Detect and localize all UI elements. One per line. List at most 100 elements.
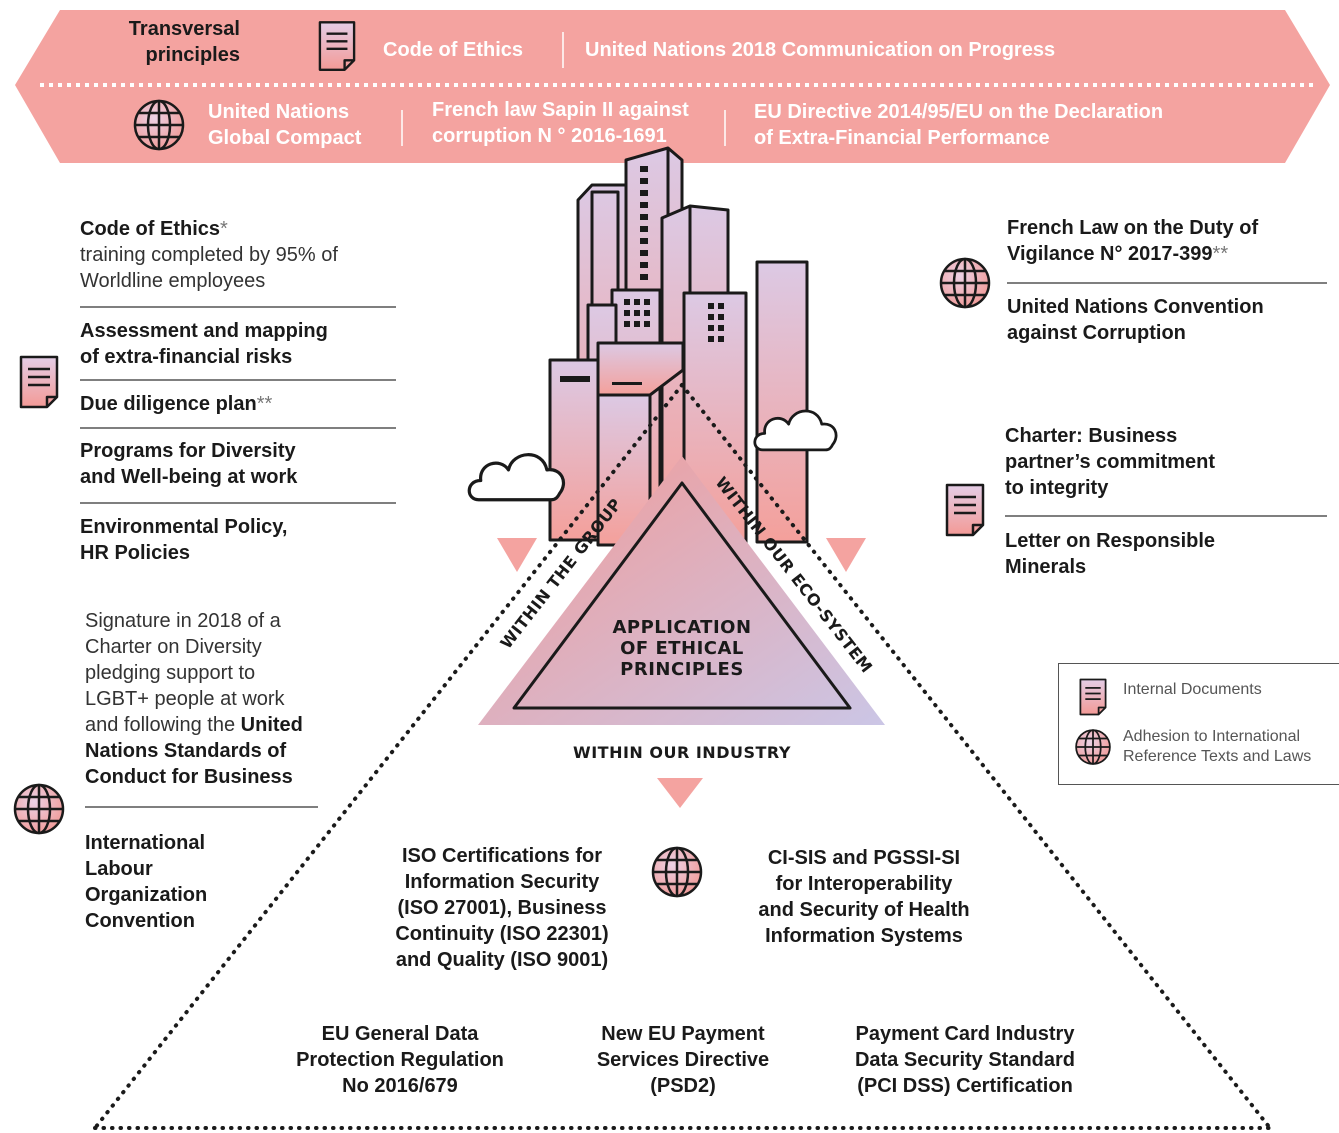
right-letter-minerals: Letter on Responsible Minerals <box>1005 528 1215 580</box>
inner-triangle-outline <box>512 481 852 710</box>
sig-line5a: and following the <box>85 714 241 736</box>
banner-code-of-ethics: Code of Ethics <box>383 39 524 61</box>
env-line2: HR Policies <box>80 542 191 564</box>
iso-line2: Information Security <box>404 871 600 893</box>
ilo-line2: Labour <box>85 858 153 880</box>
sapin-line2: corruption N ° 2016-1691 <box>432 125 667 147</box>
code-ethics-line2: Worldline employees <box>80 270 266 292</box>
right-charter: Charter: Business partner’s commitment t… <box>1005 423 1215 501</box>
code-ethics-line1: training completed by 95% of <box>80 244 338 266</box>
left-ilo: International Labour Organization Conven… <box>85 830 207 934</box>
transversal-line2: principles <box>145 44 240 66</box>
pyramid-outline <box>93 383 1272 1130</box>
gdpr-line2: Protection Regulation <box>296 1049 504 1071</box>
sig-line4: LGBT+ people at work <box>85 688 285 710</box>
letter-line1: Letter on Responsible <box>1005 530 1216 552</box>
sig-line7: Conduct for Business <box>85 766 293 788</box>
footnote-star: ** <box>256 393 273 415</box>
gdpr-line3: No 2016/679 <box>342 1075 458 1097</box>
eu-directive-line2: of Extra-Financial Performance <box>754 127 1050 149</box>
eu-psd2: New EU Payment Services Directive (PSD2) <box>553 1021 813 1099</box>
left-diversity: Programs for Diversity and Well-being at… <box>80 438 297 490</box>
right-uncac: United Nations Convention against Corrup… <box>1007 294 1264 346</box>
app-line1: APPLICATION <box>612 617 752 638</box>
pci-line3: (PCI DSS) Certification <box>857 1075 1073 1097</box>
banner-un-global-compact: United Nations Global Compact <box>208 99 361 151</box>
transversal-title: Transversal principles <box>112 16 240 68</box>
iso-line3: (ISO 27001), Business <box>397 897 607 919</box>
arrow-down-icon <box>826 538 866 572</box>
ci-sis-pgssi: CI-SIS and PGSSI-SI for Interoperability… <box>724 845 1004 949</box>
sig-line3: pledging support to <box>85 662 256 684</box>
sig-line2: Charter on Diversity <box>85 636 262 658</box>
uncac-line2: against Corruption <box>1007 322 1186 344</box>
cisis-line1: CI-SIS and PGSSI-SI <box>767 847 961 869</box>
ilo-line4: Convention <box>85 910 195 932</box>
ilo-line1: International <box>85 832 206 854</box>
arrow-down-icon <box>497 538 537 572</box>
code-ethics-title: Code of Ethics <box>80 218 221 240</box>
building-windows <box>560 166 724 385</box>
legend-internal-documents: Internal Documents <box>1123 681 1262 698</box>
assessment-line1: Assessment and mapping <box>80 320 328 342</box>
psd2-line3: (PSD2) <box>650 1075 716 1097</box>
left-due-diligence: Due diligence plan** <box>80 391 272 417</box>
un-gc-line2: Global Compact <box>208 127 362 149</box>
application-of-ethical-principles: APPLICATION OF ETHICAL PRINCIPLES <box>582 617 782 680</box>
eu-gdpr: EU General Data Protection Regulation No… <box>260 1021 540 1099</box>
legend-adhesion-line2: Reference Texts and Laws <box>1123 748 1312 765</box>
pci-dss: Payment Card Industry Data Security Stan… <box>825 1021 1105 1099</box>
pci-line2: Data Security Standard <box>854 1049 1076 1071</box>
vigilance-line2: Vigilance N° 2017-399 <box>1007 243 1213 265</box>
document-icon <box>945 483 985 537</box>
left-separators <box>80 282 1327 808</box>
left-assessment: Assessment and mapping of extra-financia… <box>80 318 328 370</box>
letter-line2: Minerals <box>1005 556 1087 578</box>
diversity-line2: and Well-being at work <box>80 466 298 488</box>
app-line3: PRINCIPLES <box>620 659 744 680</box>
app-line2: OF ETHICAL <box>620 638 744 659</box>
cisis-line3: and Security of Health <box>758 899 970 921</box>
charter-line2: partner’s commitment <box>1005 451 1216 473</box>
charter-line3: to integrity <box>1005 477 1109 499</box>
iso-line1: ISO Certifications for <box>401 845 603 867</box>
globe-icon <box>133 99 185 151</box>
left-environmental: Environmental Policy, HR Policies <box>80 514 287 566</box>
diversity-line1: Programs for Diversity <box>80 440 296 462</box>
within-our-industry-label: WITHIN OUR INDUSTRY <box>573 743 791 762</box>
city-buildings-icon <box>548 146 809 547</box>
psd2-line2: Services Directive <box>596 1049 770 1071</box>
legend-adhesion-line1: Adhesion to International <box>1123 728 1301 745</box>
globe-icon <box>939 257 991 309</box>
footnote-star: ** <box>1212 243 1229 265</box>
env-line1: Environmental Policy, <box>80 516 288 538</box>
charter-line1: Charter: Business <box>1005 425 1178 447</box>
iso-line4: Continuity (ISO 22301) <box>395 923 609 945</box>
pci-line1: Payment Card Industry <box>855 1023 1075 1045</box>
ilo-line3: Organization <box>85 884 208 906</box>
legend-adhesion: Adhesion to International Reference Text… <box>1123 727 1311 767</box>
gdpr-line1: EU General Data <box>321 1023 479 1045</box>
sig-line5b: United <box>240 714 303 736</box>
banner-eu-directive: EU Directive 2014/95/EU on the Declarati… <box>754 99 1163 151</box>
un-gc-line1: United Nations <box>208 101 350 123</box>
globe-icon <box>651 846 703 898</box>
arrow-down-icon <box>657 778 703 808</box>
left-code-of-ethics: Code of Ethics* training completed by 95… <box>80 216 338 294</box>
globe-icon <box>13 783 65 835</box>
sapin-line1: French law Sapin II against <box>432 99 689 121</box>
assessment-line2: of extra-financial risks <box>80 346 293 368</box>
cisis-line4: Information Systems <box>765 925 963 947</box>
sig-line1: Signature in 2018 of a <box>85 610 281 632</box>
cisis-line2: for Interoperability <box>775 873 953 895</box>
iso-line5: and Quality (ISO 9001) <box>395 949 609 971</box>
psd2-line1: New EU Payment <box>601 1023 765 1045</box>
left-signature: Signature in 2018 of a Charter on Divers… <box>85 608 303 790</box>
document-icon <box>19 355 59 409</box>
banner-un-communication: United Nations 2018 Communication on Pro… <box>585 39 1056 61</box>
vigilance-line1: French Law on the Duty of <box>1007 217 1259 239</box>
transversal-line1: Transversal <box>128 18 240 40</box>
uncac-line1: United Nations Convention <box>1007 296 1264 318</box>
legend <box>1058 663 1339 785</box>
